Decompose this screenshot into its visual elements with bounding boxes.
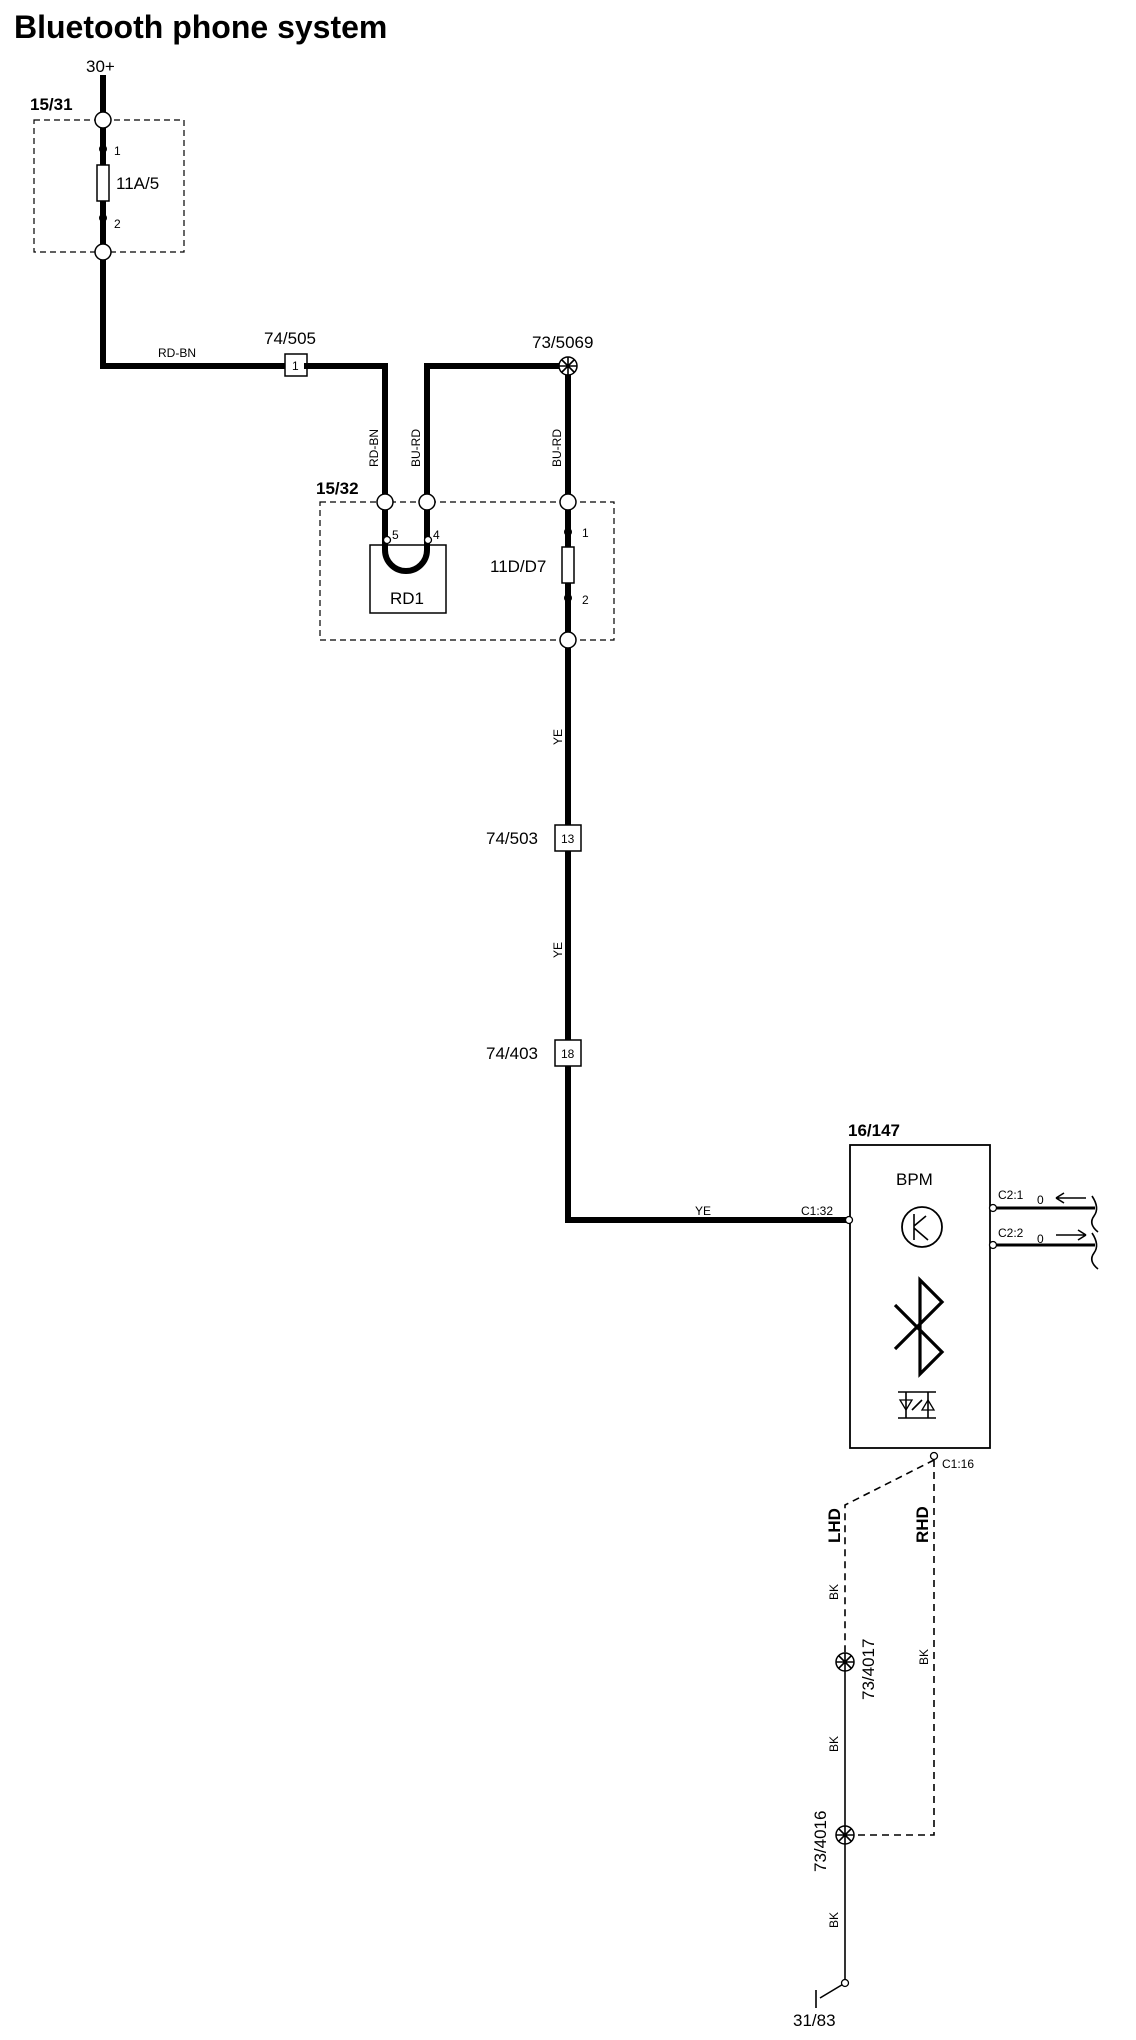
- wire-break-symbol: [1090, 1195, 1099, 1233]
- module-bpm: 16/147 BPM C1:32 C2:1 0 C2:2 0: [801, 1121, 1099, 1471]
- wire-label-bk-rhd: BK: [917, 1649, 931, 1665]
- relay-rd1-loop: [382, 499, 430, 574]
- connector-label: 74/503: [486, 829, 538, 848]
- terminal-node: [376, 493, 394, 511]
- relay-pin-dot: [382, 535, 392, 545]
- splice-label: 73/4017: [859, 1639, 878, 1700]
- terminal-node: [94, 111, 112, 129]
- diode-icon: [898, 1391, 936, 1419]
- wire-label-ye-3: YE: [695, 1204, 711, 1218]
- connector-label: 74/403: [486, 1044, 538, 1063]
- fuse-box-label: 15/32: [316, 479, 359, 498]
- fuse-box-label: 15/31: [30, 95, 73, 114]
- pin-dot: [988, 1240, 998, 1250]
- connector-label: 74/505: [264, 329, 316, 348]
- wire-label-rd-bn-vertical: RD-BN: [367, 429, 381, 467]
- fuse-pin-dot: [564, 594, 572, 602]
- bluetooth-icon: [893, 1276, 945, 1378]
- wire-rhd-dashed: [845, 1460, 935, 1836]
- wire-bu-rd-up: [424, 363, 571, 505]
- splice-73-4016: 73/4016: [811, 1811, 855, 1872]
- ground-label: 31/83: [793, 2011, 836, 2030]
- wire-label-ye-1: YE: [551, 729, 565, 745]
- wire-label-bk-2: BK: [827, 1736, 841, 1752]
- page-title: Bluetooth phone system: [14, 9, 387, 45]
- wire-label-bu-rd-1: BU-RD: [409, 429, 423, 467]
- relay-label: RD1: [390, 589, 424, 608]
- fuse-box-outline: [319, 501, 615, 641]
- pin-c2-2: C2:2: [998, 1226, 1024, 1240]
- terminal-node: [418, 493, 436, 511]
- wire-label-bk-3: BK: [827, 1912, 841, 1928]
- relay-pin-dot: [423, 535, 433, 545]
- splice-73-5069: 73/5069: [532, 333, 593, 352]
- fuse-pin-bottom: 2: [114, 217, 121, 231]
- splice-label: 73/5069: [532, 333, 593, 352]
- wire-label-ye-2: YE: [551, 942, 565, 958]
- splice-label: 73/4016: [811, 1811, 830, 1872]
- splice-cross: [836, 1826, 854, 1844]
- connector-pin: 1: [292, 359, 299, 373]
- wire-bu-rd-ye-main: [565, 363, 848, 1223]
- pin-c2-1-sub: 0: [1037, 1193, 1044, 1207]
- module-name: BPM: [896, 1170, 933, 1189]
- ground-31-83: 31/83: [793, 1978, 850, 2030]
- module-label: 16/147: [848, 1121, 900, 1140]
- connector-74-505: 1 74/505: [264, 329, 316, 377]
- terminal-node: [559, 631, 577, 649]
- fuse-box-15-32: 15/32 RD1 5 4 11D/D7 1 2: [316, 479, 615, 641]
- fuse-11a5-symbol: [96, 164, 110, 202]
- variant-rhd: RHD: [913, 1506, 932, 1543]
- pin-c2-1: C2:1: [998, 1188, 1024, 1202]
- splice-73-4017: 73/4017: [835, 1639, 878, 1700]
- fuse-pin-dot: [99, 214, 107, 222]
- wire-rd-bn-main: [100, 75, 298, 369]
- fuse-label: 11D/D7: [490, 557, 546, 576]
- fuse-pin-dot: [564, 528, 572, 536]
- splice-cross: [559, 357, 577, 375]
- fuse-label: 11A/5: [116, 174, 159, 193]
- fuse-pin-top: 1: [114, 144, 121, 158]
- pin-c1-16: C1:16: [942, 1457, 974, 1471]
- terminal-node: [94, 243, 112, 261]
- pin-c2-2-sub: 0: [1037, 1232, 1044, 1246]
- terminal-node: [559, 493, 577, 511]
- relay-pin-5: 5: [392, 528, 399, 542]
- fuse-pin-bottom: 2: [582, 593, 589, 607]
- pin-dot: [929, 1451, 939, 1461]
- fuse-pin-dot: [99, 145, 107, 153]
- relay-rd1-box: [369, 544, 447, 614]
- wire-lhd-dashed: [844, 1459, 935, 1668]
- wire-label-bu-rd-2: BU-RD: [550, 429, 564, 467]
- pin-dot: [988, 1203, 998, 1213]
- connector-pin: 18: [561, 1047, 575, 1061]
- supply-label: 30+: [86, 57, 115, 76]
- connector-74-403: 18 74/403: [486, 1039, 582, 1067]
- pin-c1-32: C1:32: [801, 1204, 833, 1218]
- connector-pin: 13: [561, 832, 575, 846]
- ground-symbol: [815, 1982, 846, 2008]
- wire-label-bk-1: BK: [827, 1584, 841, 1600]
- relay-pin-4: 4: [433, 528, 440, 542]
- transistor-icon: [901, 1206, 943, 1248]
- wire-break-symbol: [1090, 1232, 1099, 1270]
- wire-label-rd-bn: RD-BN: [158, 346, 196, 360]
- variant-lhd: LHD: [825, 1508, 844, 1543]
- pin-dot: [844, 1215, 854, 1225]
- pin-dot: [840, 1978, 850, 1988]
- wire-rd-bn-to-relay: [304, 363, 388, 505]
- fuse-pin-top: 1: [582, 526, 589, 540]
- arrow-out-icon: [1056, 1229, 1087, 1241]
- connector-74-503: 13 74/503: [486, 824, 582, 852]
- splice-cross: [836, 1653, 854, 1671]
- arrow-in-icon: [1055, 1192, 1086, 1204]
- fuse-11d-d7-symbol: [561, 546, 575, 584]
